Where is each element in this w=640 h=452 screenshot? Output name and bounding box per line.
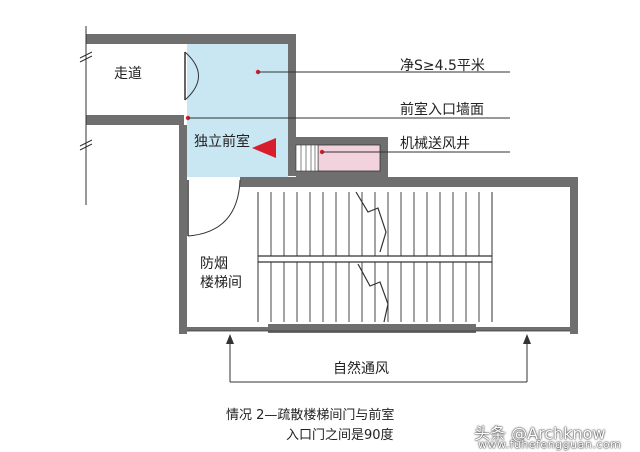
stair-flights	[257, 192, 493, 322]
watermark-brand: 头条 @Archknow	[474, 424, 606, 443]
wall-note: 前室入口墙面	[400, 101, 484, 118]
vestibule-top-wall	[184, 34, 296, 44]
corridor-door-swing	[184, 51, 199, 101]
stair-break-lower	[357, 263, 389, 323]
airflow-arrow-icon	[252, 138, 276, 158]
corridor-top-wall	[86, 34, 184, 44]
break-mark-bottom	[79, 139, 93, 151]
arrowhead-up-icon	[226, 334, 234, 344]
shaft-note: 机械送风井	[400, 136, 470, 152]
corridor-label: 走道	[114, 66, 142, 82]
vestibule-right-wall	[288, 34, 296, 176]
watermark-url: www.fuhefengguan.com	[478, 438, 622, 451]
vestibule-label: 独立前室	[194, 133, 250, 150]
stairwell-left-wall	[179, 177, 187, 334]
shaft-interior	[317, 144, 381, 172]
vestibule-area	[187, 44, 288, 177]
window-sill-left	[179, 327, 269, 331]
stairwell-right-wall	[570, 177, 578, 334]
area-note: 净S≥4.5平米	[400, 58, 485, 74]
window-sill-right	[476, 327, 578, 331]
stair-break-upper	[355, 191, 387, 253]
caption-line-2: 入口门之间是90度	[286, 428, 394, 443]
shaft-vent-grille	[295, 144, 319, 172]
stairwell-top-wall	[240, 177, 578, 187]
vestibule-left-wall	[179, 125, 187, 177]
corridor-bottom-wall	[86, 115, 184, 125]
arrowhead-up-icon	[523, 334, 531, 344]
stairwell-label-line1: 防烟	[200, 256, 228, 272]
caption-line-1: 情况 2—疏散楼梯间门与前室	[226, 408, 395, 423]
ventilation-label: 自然通风	[333, 360, 389, 377]
vestibule-extension	[240, 160, 288, 180]
stairwell-label-line2: 楼梯间	[200, 275, 242, 291]
window-sill-center	[268, 324, 476, 333]
break-mark-top	[79, 51, 93, 63]
stair-door-swing	[187, 179, 241, 237]
